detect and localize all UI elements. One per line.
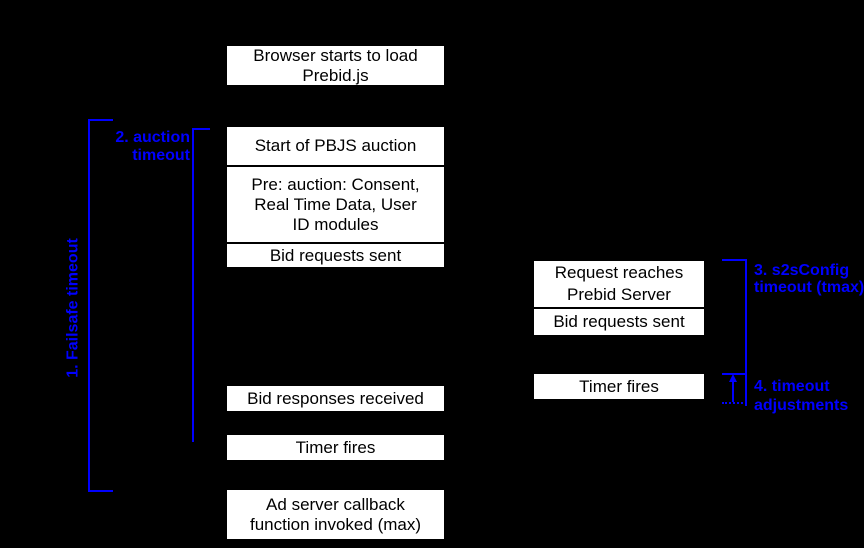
box-bid-responses-received-line1: Bid responses received xyxy=(247,388,424,408)
label-failsafe-timeout: 1. Failsafe timeout xyxy=(64,238,82,378)
label-timeout-adjustments: 4. timeout adjustments xyxy=(754,377,848,415)
label-s2s-timeout-line2: timeout (tmax) xyxy=(754,279,864,296)
box-bid-requests-sent-server-line1: Bid requests sent xyxy=(553,312,685,331)
box-request-reaches-server-line1: Request reaches xyxy=(554,263,684,282)
box-bid-requests-sent-server: Bid requests sent xyxy=(533,308,705,336)
label-s2s-timeout-line1: 3. s2sConfig xyxy=(754,262,850,279)
box-pre-auction-line3: ID modules xyxy=(292,214,379,234)
box-pre-auction-line2: Real Time Data, User xyxy=(254,194,417,214)
box-ad-server-callback-line1: Ad server callback xyxy=(266,494,405,514)
label-auction-timeout: 2. auction timeout xyxy=(88,129,190,165)
box-ad-server-callback: Ad server callback function invoked (max… xyxy=(226,489,445,540)
box-browser-load: Browser starts to load Prebid.js xyxy=(226,45,445,86)
label-auction-timeout-line2: timeout xyxy=(132,147,190,164)
box-pre-auction-modules: Pre: auction: Consent, Real Time Data, U… xyxy=(226,166,445,243)
box-browser-load-line2: Prebid.js xyxy=(302,65,369,85)
timeout-adjustment-arrow-shaft xyxy=(732,382,734,402)
bracket-failsafe-bottom-tick xyxy=(88,490,113,492)
bracket-s2s-top-tick xyxy=(722,259,747,261)
bracket-s2s-vertical xyxy=(745,259,747,406)
label-timeout-adjustments-line1: 4. timeout xyxy=(754,378,830,395)
box-start-auction-line1: Start of PBJS auction xyxy=(254,136,417,155)
box-timer-fires-server: Timer fires xyxy=(533,373,705,400)
box-browser-load-line1: Browser starts to load xyxy=(253,45,418,65)
box-timer-fires-server-line1: Timer fires xyxy=(579,376,659,396)
box-start-auction: Start of PBJS auction xyxy=(226,126,445,166)
box-bid-requests-sent-client-line1: Bid requests sent xyxy=(269,245,402,265)
label-s2s-timeout: 3. s2sConfig timeout (tmax) xyxy=(754,262,864,296)
box-bid-requests-sent-client: Bid requests sent xyxy=(226,243,445,268)
arrow-up-icon xyxy=(729,374,737,382)
label-auction-timeout-line1: 2. auction xyxy=(115,129,190,146)
box-request-reaches-server-line2: Prebid Server xyxy=(567,285,671,304)
bracket-auction-vertical xyxy=(192,128,194,442)
box-ad-server-callback-line2: function invoked (max) xyxy=(249,514,422,534)
label-timeout-adjustments-line2: adjustments xyxy=(754,397,849,414)
bracket-auction-top-tick xyxy=(192,128,210,130)
timeout-adjustment-dotted-line xyxy=(722,402,747,404)
box-timer-fires-client-line1: Timer fires xyxy=(295,437,376,457)
box-request-reaches-server: Request reaches Prebid Server xyxy=(533,260,705,308)
box-bid-responses-received: Bid responses received xyxy=(226,385,445,412)
bracket-failsafe-vertical xyxy=(88,119,90,492)
box-timer-fires-client: Timer fires xyxy=(226,434,445,461)
box-pre-auction-line1: Pre: auction: Consent, xyxy=(251,174,420,194)
bracket-failsafe-top-tick xyxy=(88,119,113,121)
